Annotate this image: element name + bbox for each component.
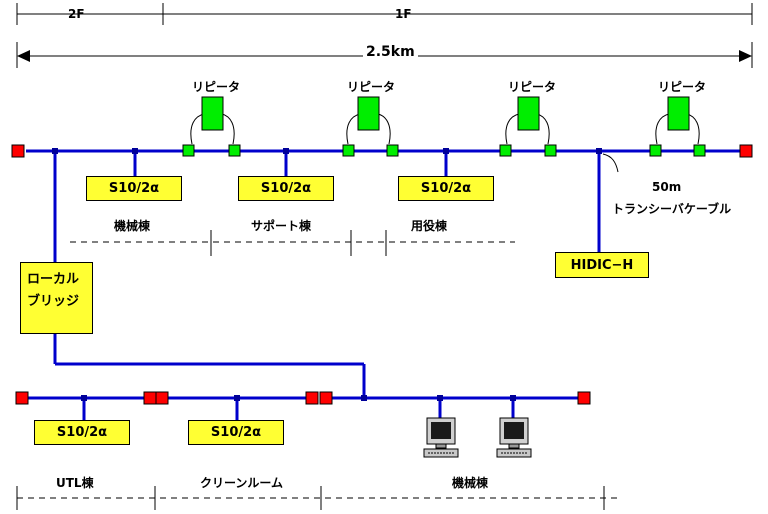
floor-scale [16, 3, 753, 25]
terminator [11, 144, 25, 158]
zone-label: 用役棟 [411, 219, 448, 233]
terminator [143, 391, 157, 405]
transceiver-cable-label: トランシーバケーブル [612, 202, 732, 216]
terminator [739, 144, 753, 158]
floor-2f-label: 2F [68, 7, 85, 21]
terminator [305, 391, 319, 405]
zone-label: クリーンルーム [200, 476, 284, 490]
local-bridge-box: ローカル ブリッジ [20, 262, 93, 334]
upper-drops [52, 148, 602, 262]
terminator [155, 391, 169, 405]
repeater-2 [342, 96, 399, 157]
repeater-label: リピータ [347, 80, 396, 94]
terminator [577, 391, 591, 405]
repeater-label: リピータ [192, 80, 241, 94]
station-box: S10/2α [188, 420, 284, 445]
terminator [319, 391, 333, 405]
repeater-label: リピータ [658, 80, 707, 94]
computer-icon [423, 417, 459, 458]
distance-label: 2.5km [363, 44, 418, 60]
local-bridge-line2: ブリッジ [27, 294, 80, 309]
lower-drops [81, 395, 516, 420]
zone-label: サポート棟 [251, 219, 312, 233]
floor-1f-label: 1F [395, 7, 412, 21]
hidic-box: HIDIC−H [555, 252, 649, 278]
repeater-1 [182, 96, 241, 157]
zone-scale-lower [16, 486, 618, 510]
zone-label: 機械棟 [114, 219, 151, 233]
station-box: S10/2α [398, 176, 494, 201]
station-box: S10/2α [86, 176, 182, 201]
repeater-4 [649, 96, 706, 157]
local-bridge-line1: ローカル [27, 272, 80, 287]
zone-label: 機械棟 [452, 476, 489, 490]
terminator [15, 391, 29, 405]
zone-scale-upper [70, 230, 515, 256]
computer-icon [496, 417, 532, 458]
repeater-3 [499, 96, 557, 157]
cable-length-label: 50m [652, 180, 682, 194]
repeater-label: リピータ [508, 80, 557, 94]
station-box: S10/2α [238, 176, 334, 201]
station-box: S10/2α [34, 420, 130, 445]
zone-label: UTL棟 [56, 476, 94, 490]
bridge-link [53, 334, 366, 398]
transceiver-callout [602, 153, 619, 173]
